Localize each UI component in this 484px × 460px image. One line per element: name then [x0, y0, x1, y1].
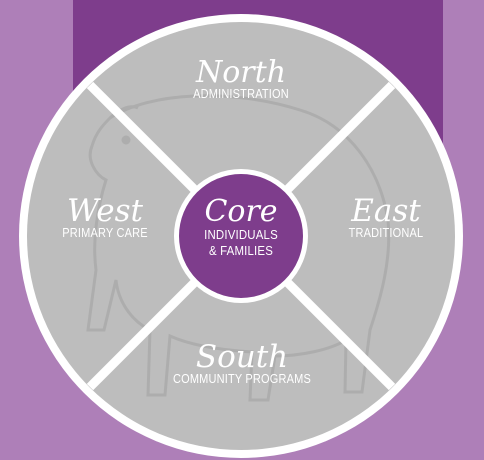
east-title: East [351, 193, 421, 229]
core-circle [179, 174, 303, 298]
north-segment: North ADMINISTRATION [171, 58, 311, 102]
south-title: South [195, 339, 289, 375]
south-subtitle: COMMUNITY PROGRAMS [172, 372, 312, 386]
west-segment: West PRIMARY CARE [40, 196, 170, 241]
north-title: North [195, 55, 287, 90]
north-subtitle: ADMINISTRATION [193, 87, 289, 101]
core-subtitle-line1: INDIVIDUALS [204, 227, 278, 242]
bear-watermark [86, 94, 391, 402]
west-subtitle: PRIMARY CARE [62, 226, 148, 240]
east-subtitle: TRADITIONAL [348, 226, 424, 240]
core-segment: Core INDIVIDUALS & FAMILIES [186, 197, 296, 258]
east-segment: East TRADITIONAL [326, 196, 446, 241]
core-subtitle-line2: & FAMILIES [208, 242, 274, 258]
core-title: Core [204, 194, 278, 229]
south-segment: South COMMUNITY PROGRAMS [151, 342, 333, 387]
west-title: West [66, 193, 144, 229]
